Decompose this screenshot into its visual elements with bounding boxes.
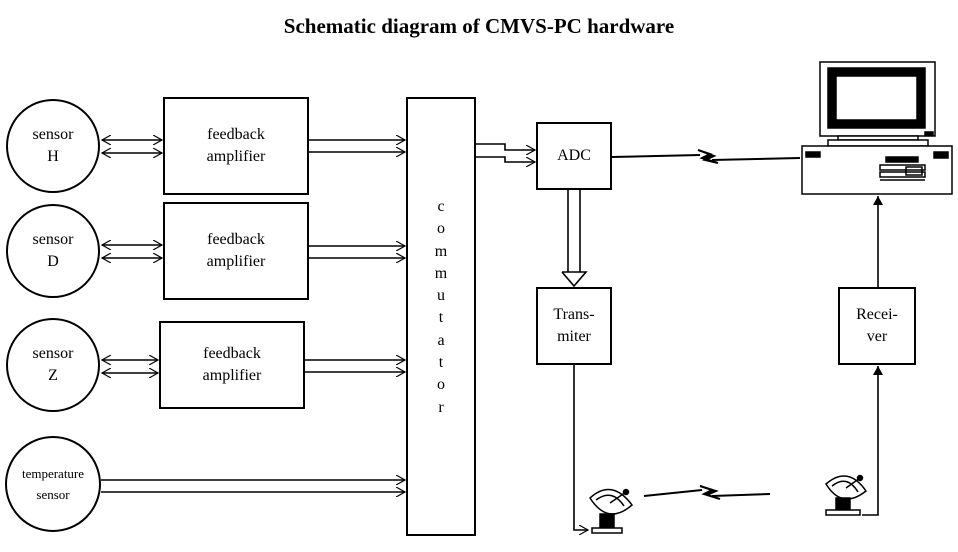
transmitter-label-line2: miter (557, 328, 591, 345)
temperature-sensor-label: temperature sensor (5, 463, 101, 505)
temperature-sensor-label-line1: temperature (21, 466, 85, 481)
sensor-d-label: sensor D (13, 229, 93, 273)
sensor-d-label-line1: sensor (32, 231, 74, 248)
sensor-z-link-arrows (102, 360, 158, 373)
transmitter-label-line1: Trans- (553, 306, 595, 323)
commutator-box (406, 97, 476, 536)
adc-label: ADC (557, 147, 591, 164)
commutator-letter: o (437, 220, 445, 238)
commutator-letter: t (438, 309, 444, 327)
adc-box (536, 122, 612, 190)
receiver-satellite-dish-icon (825, 474, 868, 516)
sensor-z-label-line2: Z (48, 367, 58, 384)
commutator-letter: u (437, 287, 445, 305)
amplifier-d-to-commutator-arrow (308, 246, 405, 258)
sensor-d-link-arrows (102, 245, 162, 258)
dish-to-receiver-line (862, 366, 883, 516)
wireless-link-icon (643, 485, 771, 500)
temperature-to-commutator-arrow (101, 480, 405, 492)
temperature-sensor-label-line2: sensor (36, 487, 70, 502)
commutator-to-adc-arrow (475, 143, 535, 162)
sensor-h-label: sensor H (13, 124, 93, 168)
amplifier-d-label-line2: amplifier (206, 253, 266, 270)
amplifier-h-to-commutator-arrow (308, 140, 405, 152)
amplifier-d-box (163, 202, 309, 300)
sensor-h-label-line2: H (47, 148, 59, 165)
adc-to-transmitter-arrow (561, 190, 588, 288)
amplifier-z-label-line1: feedback (203, 345, 261, 362)
amplifier-h-label: feedback amplifier (164, 124, 308, 168)
sensor-d-label-line2: D (47, 253, 59, 270)
amplifier-z-label: feedback amplifier (160, 343, 304, 387)
satellite-dish-icon (589, 488, 634, 534)
transmitter-label: Trans- miter (537, 304, 611, 348)
receiver-label-line2: ver (866, 328, 888, 345)
commutator-letter: o (437, 376, 445, 394)
sensor-z-circle (6, 318, 100, 412)
receiver-label: Recei- ver (839, 304, 915, 348)
commutator-letter: c (437, 198, 445, 215)
amplifier-z-box (159, 321, 305, 409)
sensor-d-circle (6, 204, 100, 298)
sensor-z-label: sensor Z (13, 343, 93, 387)
computer-icon (801, 61, 953, 195)
commutator-letter: t (438, 354, 444, 372)
receiver-label-line1: Recei- (856, 306, 898, 323)
commutator-letter: a (437, 331, 445, 349)
amplifier-z-to-commutator-arrow (304, 360, 405, 372)
amplifier-h-label-line1: feedback (207, 126, 265, 143)
diagram-title: Schematic diagram of CMVS-PC hardware (283, 14, 675, 38)
amplifier-h-box (163, 97, 309, 195)
sensor-h-link-arrows (102, 140, 162, 153)
temperature-sensor-circle (5, 436, 101, 532)
sensor-z-label-line1: sensor (32, 345, 74, 362)
amplifier-h-label-line2: amplifier (206, 148, 266, 165)
sensor-h-label-line1: sensor (32, 126, 74, 143)
amplifier-d-label: feedback amplifier (164, 229, 308, 273)
commutator-letter: r (438, 398, 444, 416)
commutator-letter: m (434, 264, 448, 282)
transmitter-to-dish-line (573, 364, 588, 530)
adc-to-computer-wireless-link (611, 149, 801, 164)
amplifier-d-label-line1: feedback (207, 231, 265, 248)
receiver-box (838, 287, 916, 365)
commutator-label: c o m m u t a t o r (407, 196, 475, 419)
sensor-h-circle (6, 99, 100, 193)
amplifier-z-label-line2: amplifier (202, 367, 262, 384)
commutator-letter: m (434, 242, 448, 260)
